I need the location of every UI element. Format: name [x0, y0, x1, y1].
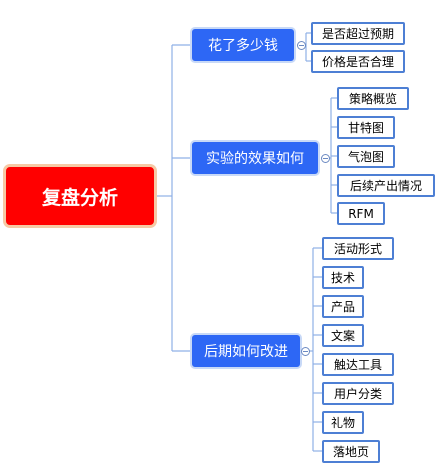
root-node[interactable]: 复盘分析 [3, 164, 157, 228]
leaf-label: 活动形式 [333, 242, 382, 256]
leaf-label: 落地页 [332, 445, 369, 459]
leaf-node[interactable]: 触达工具 [322, 353, 394, 376]
leaf-label: 技术 [330, 271, 355, 285]
branch-effect[interactable]: 实验的效果如何 [190, 140, 320, 176]
leaf-node[interactable]: 文案 [322, 324, 364, 347]
leaf-node[interactable]: 后续产出情况 [337, 174, 435, 197]
leaf-node[interactable]: 礼物 [322, 411, 364, 434]
leaf-node[interactable]: 用户分类 [322, 382, 394, 405]
leaf-label: RFM [348, 206, 374, 221]
leaf-node[interactable]: 策略概览 [337, 87, 409, 110]
leaf-label: 触达工具 [333, 358, 382, 372]
leaf-node[interactable]: 活动形式 [322, 237, 394, 260]
leaf-label: 是否超过预期 [321, 27, 394, 41]
leaf-node[interactable]: 价格是否合理 [311, 50, 405, 73]
leaf-node[interactable]: RFM [337, 202, 385, 225]
branch-label: 花了多少钱 [208, 38, 278, 54]
leaf-label: 后续产出情况 [349, 179, 422, 193]
leaf-node[interactable]: 甘特图 [337, 116, 395, 139]
collapse-toggle-icon[interactable] [321, 154, 330, 163]
branch-label: 后期如何改进 [204, 344, 288, 360]
branch-cost[interactable]: 花了多少钱 [190, 27, 296, 63]
branch-label: 实验的效果如何 [206, 151, 304, 167]
leaf-label: 产品 [330, 300, 355, 314]
leaf-label: 礼物 [330, 416, 355, 430]
leaf-label: 文案 [330, 329, 355, 343]
collapse-toggle-icon[interactable] [301, 347, 310, 356]
leaf-node[interactable]: 气泡图 [337, 145, 395, 168]
leaf-node[interactable]: 落地页 [322, 440, 380, 463]
collapse-toggle-icon[interactable] [297, 41, 306, 50]
leaf-label: 策略概览 [348, 92, 397, 106]
leaf-label: 价格是否合理 [321, 55, 394, 69]
leaf-label: 甘特图 [347, 121, 384, 135]
leaf-node[interactable]: 是否超过预期 [311, 22, 405, 45]
root-label: 复盘分析 [41, 186, 118, 209]
leaf-label: 气泡图 [347, 150, 384, 164]
leaf-node[interactable]: 技术 [322, 266, 364, 289]
leaf-label: 用户分类 [333, 387, 382, 401]
branch-improve[interactable]: 后期如何改进 [190, 333, 302, 369]
leaf-node[interactable]: 产品 [322, 295, 364, 318]
